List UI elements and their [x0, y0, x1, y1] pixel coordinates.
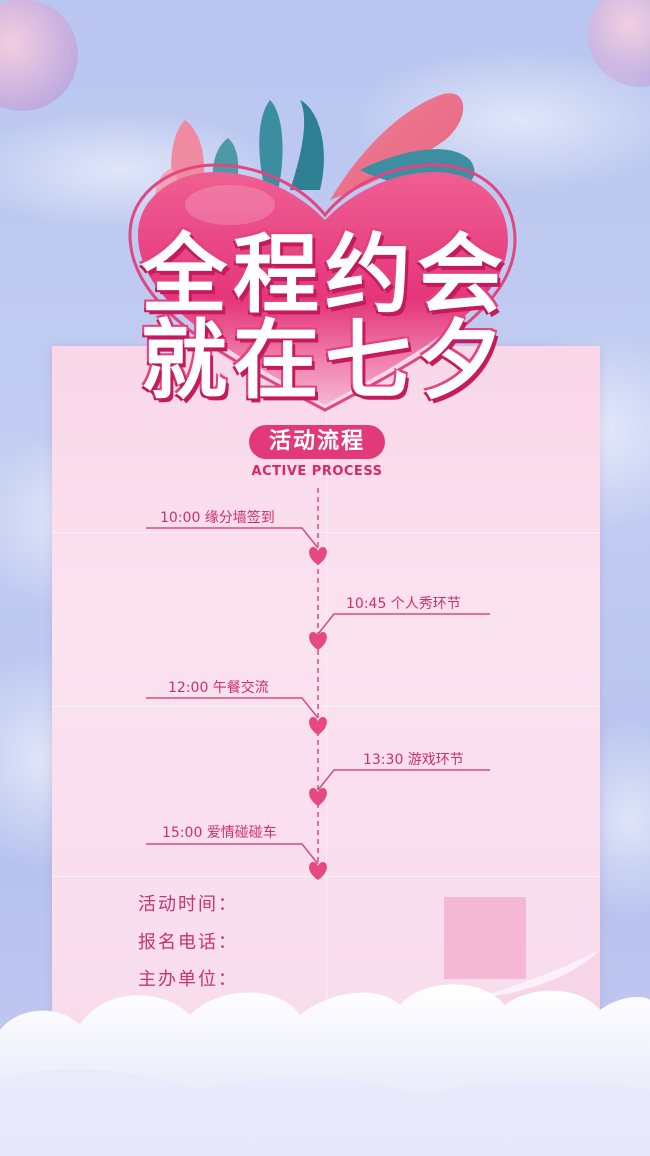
section-subtitle: ACTIVE PROCESS	[251, 464, 383, 479]
phone-label: 报名电话：	[138, 932, 238, 953]
title-line-2: 就在七夕	[141, 311, 509, 411]
leaf-icon	[330, 93, 464, 200]
connector-line	[146, 843, 319, 865]
connector-line	[317, 769, 490, 791]
connector-line	[146, 527, 319, 549]
planet-left	[0, 0, 78, 111]
section-badge: 活动流程	[249, 425, 385, 459]
fold-line	[52, 876, 600, 877]
heart-icon	[309, 862, 327, 880]
event-time-label: 活动时间：	[138, 894, 238, 915]
heart-shape	[138, 172, 508, 405]
heart-icon	[309, 547, 327, 565]
connector-line	[146, 697, 319, 719]
timeline-item-5: 15:00 爱情碰碰车	[162, 825, 277, 841]
timeline-item-1: 10:00 缘分墙签到	[160, 510, 275, 526]
heart-emblem	[128, 93, 517, 412]
connector-line	[317, 613, 490, 635]
leaf-icon	[259, 100, 283, 190]
heart-icon	[309, 717, 327, 735]
qr-code-placeholder	[444, 897, 526, 979]
host-label: 主办单位：	[138, 969, 238, 990]
heart-icon	[309, 632, 327, 650]
fold-line	[52, 706, 600, 707]
heart-icon	[309, 788, 327, 806]
fold-line	[326, 346, 327, 1046]
fold-line	[52, 532, 600, 533]
timeline-item-2: 10:45 个人秀环节	[346, 596, 461, 612]
timeline-item-4: 13:30 游戏环节	[363, 752, 464, 768]
leaf-icon	[290, 100, 324, 190]
timeline-item-3: 12:00 午餐交流	[168, 680, 269, 696]
timeline-graphic	[146, 488, 490, 880]
title-line-1: 全程约会	[141, 225, 509, 325]
